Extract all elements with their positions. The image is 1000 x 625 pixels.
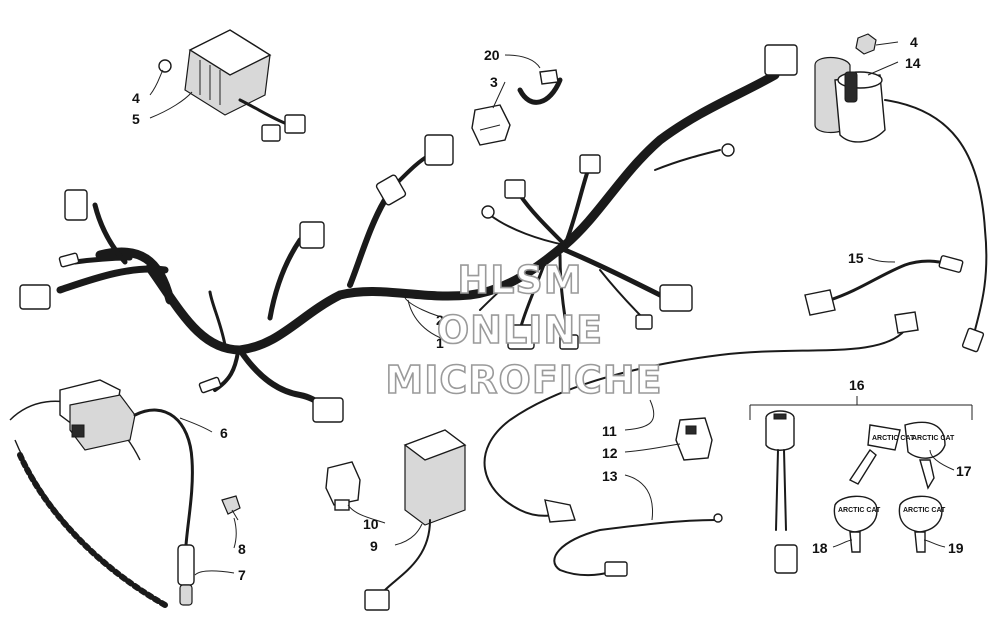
callout-3: 3 (490, 74, 498, 90)
watermark: HLSM ONLINE MICROFICHE (385, 257, 663, 403)
watermark-line-2: ONLINE (437, 308, 603, 352)
callout-2: 2 (436, 312, 444, 328)
connector-plug (64, 189, 88, 221)
callout-17: 17 (956, 463, 972, 479)
callout-labels: 4 5 20 3 4 14 15 2 1 6 8 7 9 10 11 12 13… (132, 34, 972, 583)
connector-plug (58, 252, 80, 268)
callout-12: 12 (602, 445, 618, 461)
ignition-switch (765, 410, 798, 574)
callout-1: 1 (436, 335, 444, 351)
wire-13 (553, 513, 723, 577)
connector-plug (504, 179, 526, 199)
harness-connectors (19, 44, 798, 423)
long-wire-11 (483, 311, 919, 523)
wire-harness-15 (804, 255, 964, 316)
key-brand-text: ARCTIC CAT (912, 435, 955, 442)
key-brand-text: ARCTIC CAT (838, 507, 881, 514)
key-17: ARCTIC CAT ARCTIC CAT (848, 421, 955, 490)
callout-19: 19 (948, 540, 964, 556)
connector-plug (764, 44, 798, 76)
callout-13: 13 (602, 468, 618, 484)
ignition-switch-set (749, 396, 973, 420)
connector-plug (198, 376, 222, 394)
callout-8: 8 (238, 541, 246, 557)
connector-plug (579, 154, 601, 174)
relay-12 (675, 417, 713, 461)
leader-lines (149, 41, 955, 576)
callout-11: 11 (602, 423, 617, 439)
callout-9: 9 (370, 538, 378, 554)
connector-plug (19, 284, 51, 310)
callout-20: 20 (484, 47, 500, 63)
callout-18: 18 (812, 540, 828, 556)
connector-plug (559, 334, 579, 350)
connector-plug (299, 221, 325, 249)
nut-top (855, 33, 877, 55)
relay-small (471, 104, 511, 146)
connector-plug (312, 397, 344, 423)
callout-4-left: 4 (132, 90, 140, 106)
connector-plug (507, 324, 535, 350)
callout-4-right: 4 (910, 34, 918, 50)
callout-10: 10 (363, 516, 379, 532)
bolt (221, 495, 241, 521)
voltage-regulator (184, 29, 306, 142)
key-19: ARCTIC CAT (898, 495, 946, 553)
ignition-coil (814, 56, 988, 353)
callout-5: 5 (132, 111, 140, 127)
key-brand-text: ARCTIC CAT (872, 435, 915, 442)
watermark-line-3: MICROFICHE (385, 358, 662, 402)
watermark-line-1: HLSM (457, 258, 582, 302)
key-brand-text: ARCTIC CAT (903, 507, 946, 514)
connector-plug (635, 314, 653, 330)
connector-plug (375, 174, 407, 206)
connector-plug (659, 284, 693, 312)
callout-7: 7 (238, 567, 246, 583)
callout-14: 14 (905, 55, 921, 71)
ring-terminal (481, 205, 495, 219)
engine-case-partial (9, 379, 168, 608)
callout-16: 16 (849, 377, 865, 393)
speed-sensor-wire (133, 408, 195, 606)
callout-6: 6 (220, 425, 228, 441)
key-18: ARCTIC CAT (833, 495, 881, 553)
cdi-module (364, 429, 467, 611)
connector-plug (424, 134, 454, 166)
ring-terminal (721, 143, 735, 157)
cable-tie-strap (517, 69, 563, 105)
nut-small (158, 59, 172, 73)
callout-15: 15 (848, 250, 864, 266)
relay-10 (325, 461, 361, 511)
